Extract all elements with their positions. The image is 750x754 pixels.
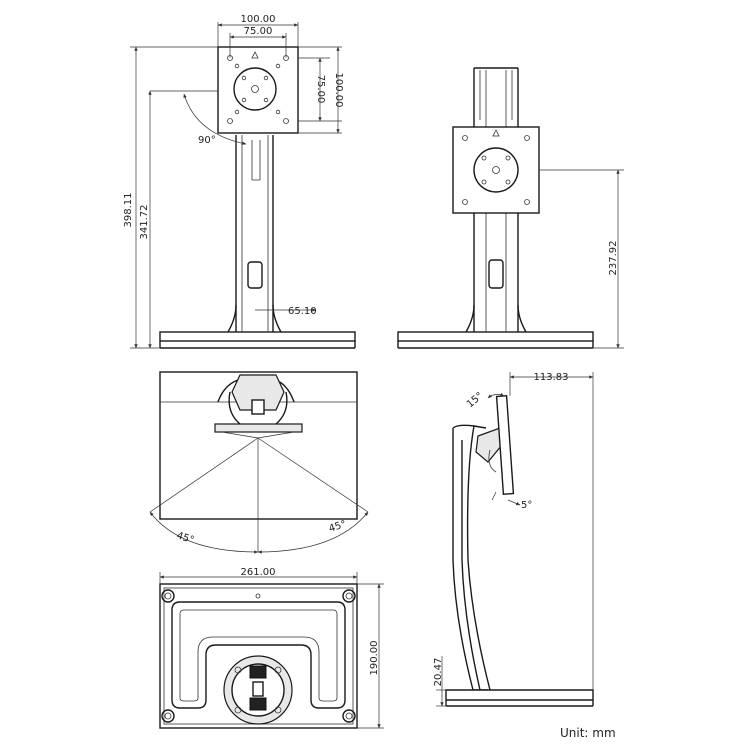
side-base — [445, 689, 594, 701]
rear-vesa-plate — [452, 126, 540, 214]
side-tilt-joint — [475, 427, 507, 463]
front-base-plate — [159, 331, 356, 342]
dim-vesa-outer-v: 100.00 — [333, 73, 344, 108]
front-column-slot — [247, 261, 263, 289]
dim-height-max: 398.11 — [123, 193, 134, 228]
dim-swivel-right: 45° — [328, 519, 348, 535]
top-swivel-head — [231, 374, 285, 411]
side-arm-outer — [452, 428, 488, 691]
dim-tilt-forward: 5° — [521, 500, 532, 511]
dim-height-min: 341.72 — [139, 205, 150, 240]
dim-swivel-left: 45° — [175, 530, 195, 546]
bottom-view: 261.00 190.00 — [159, 567, 384, 729]
dim-base-thickness: 20.47 — [433, 658, 444, 687]
front-view: 100.00 75.00 75.00 100.00 398.11 341.72 … — [123, 14, 356, 349]
dim-vesa-outer-h: 100.00 — [241, 14, 276, 25]
dim-rotate-angle: 90° — [198, 135, 216, 146]
dim-tilt-back: 15° — [465, 390, 486, 410]
top-view-swivel: 45° 45° — [149, 371, 369, 554]
bottom-lock-top — [249, 665, 267, 679]
dim-base-width: 261.00 — [241, 567, 276, 578]
dim-column-width: 65.10 — [288, 306, 317, 317]
unit-label: Unit: mm — [560, 726, 616, 740]
dim-base-depth: 190.00 — [369, 641, 380, 676]
dim-vesa-inner-h: 75.00 — [244, 26, 273, 37]
front-vesa-hub — [233, 67, 277, 111]
rear-view: 237.92 — [397, 67, 624, 349]
dim-vesa-inner-v: 75.00 — [315, 75, 326, 104]
top-monitor-edge — [214, 423, 303, 433]
rear-vesa-hub — [473, 147, 519, 193]
side-arm-inner — [466, 425, 491, 691]
front-rotation-arc — [183, 93, 247, 145]
dim-depth-offset: 113.83 — [534, 372, 569, 383]
rear-column-slot — [488, 259, 504, 289]
dim-side-height: 237.92 — [608, 241, 619, 276]
bottom-base-outline — [159, 583, 358, 729]
tilt-back-arc — [487, 392, 505, 399]
front-column — [235, 135, 274, 332]
rear-base-plate — [397, 331, 594, 342]
swivel-left-arc — [149, 511, 259, 554]
side-view-tilt: 113.83 15° 5° 20.47 — [433, 372, 594, 707]
top-hinge — [251, 399, 265, 415]
tilt-forward-arc — [491, 491, 520, 505]
swivel-right-arc — [257, 511, 369, 554]
bottom-rail — [171, 601, 346, 709]
bottom-lock-bottom — [249, 697, 267, 711]
